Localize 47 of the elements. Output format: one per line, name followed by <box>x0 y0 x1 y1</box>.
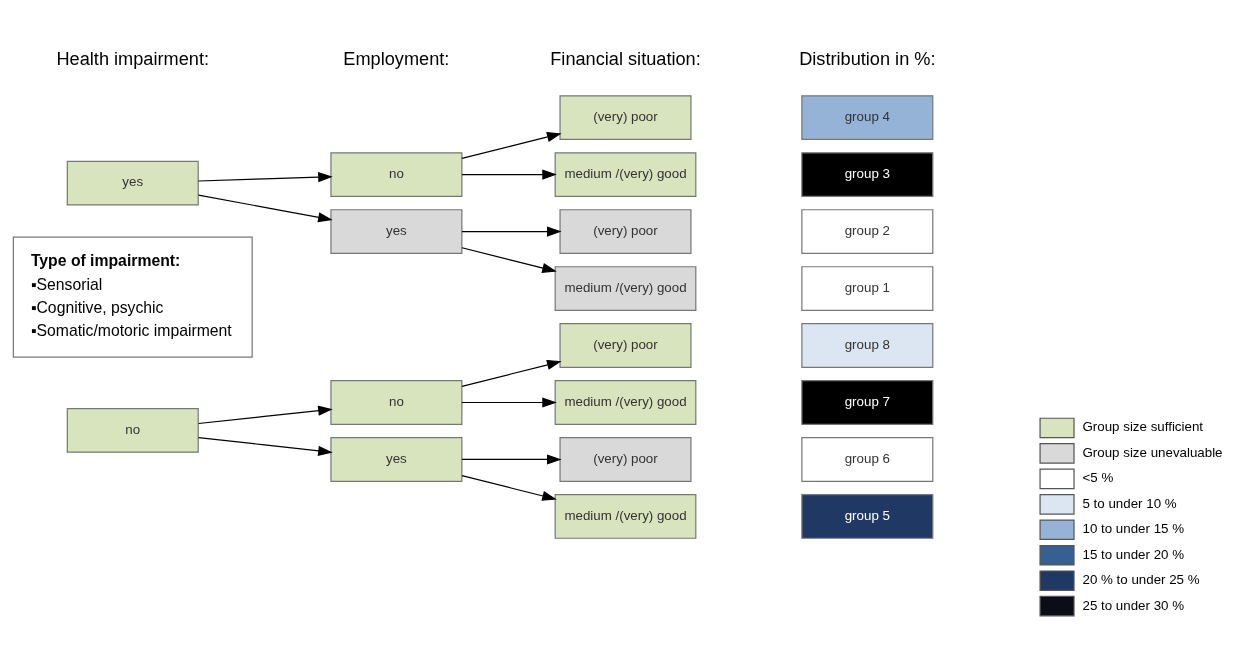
label: Employment: <box>343 48 450 69</box>
arrow <box>461 453 562 465</box>
node-box: group 6 <box>801 436 934 482</box>
node-box: yes <box>330 436 463 482</box>
arrow <box>461 246 557 273</box>
arrow <box>197 436 333 456</box>
node-box: group 5 <box>801 493 934 539</box>
node-box: group 3 <box>801 151 934 197</box>
arrow <box>197 194 333 222</box>
node-box: group 1 <box>801 265 934 311</box>
legend-label: Group size sufficient <box>1082 418 1204 434</box>
node-box: yes <box>330 208 463 254</box>
node-box: group 8 <box>801 322 934 368</box>
legend-label: 5 to under 10 % <box>1082 495 1177 511</box>
arrow <box>461 359 562 387</box>
legend-label: 20 % to under 25 % <box>1082 571 1200 587</box>
node-box: (very) poor <box>559 436 692 482</box>
label: Distribution in %: <box>799 48 936 69</box>
node-box: no <box>330 151 463 197</box>
node-box: (very) poor <box>559 208 692 254</box>
legend-label: <5 % <box>1082 469 1114 485</box>
arrow <box>461 169 557 180</box>
node-box: yes <box>66 160 199 206</box>
legend-label: 15 to under 20 % <box>1082 546 1185 562</box>
node-box: no <box>330 379 463 425</box>
node-box: (very) poor <box>559 94 692 140</box>
node-box: Type of impairment: ▪Sensorial ▪Cognitive, psychic ▪Somatic/motoric impairment <box>12 235 253 358</box>
node-box: no <box>66 407 199 453</box>
label: Financial situation: <box>550 48 701 69</box>
node-box: medium /(very) good <box>554 151 697 197</box>
node-box: (very) poor <box>559 322 692 368</box>
node-box: group 2 <box>801 208 934 254</box>
arrow <box>461 396 557 408</box>
arrow <box>197 405 333 424</box>
node-box: group 4 <box>801 94 934 140</box>
node-box: medium /(very) good <box>554 265 697 311</box>
node-box: medium /(very) good <box>554 379 697 425</box>
legend-label: Group size unevaluable <box>1082 444 1223 460</box>
label: Health impairment: <box>56 48 210 69</box>
legend-label: 25 to under 30 % <box>1082 597 1185 613</box>
arrow <box>461 131 562 159</box>
node-box: medium /(very) good <box>554 493 697 539</box>
arrow <box>461 226 562 237</box>
legend-label: 10 to under 15 % <box>1082 520 1185 536</box>
node-box: group 7 <box>801 379 934 425</box>
arrow <box>197 171 333 182</box>
arrow <box>461 474 557 501</box>
